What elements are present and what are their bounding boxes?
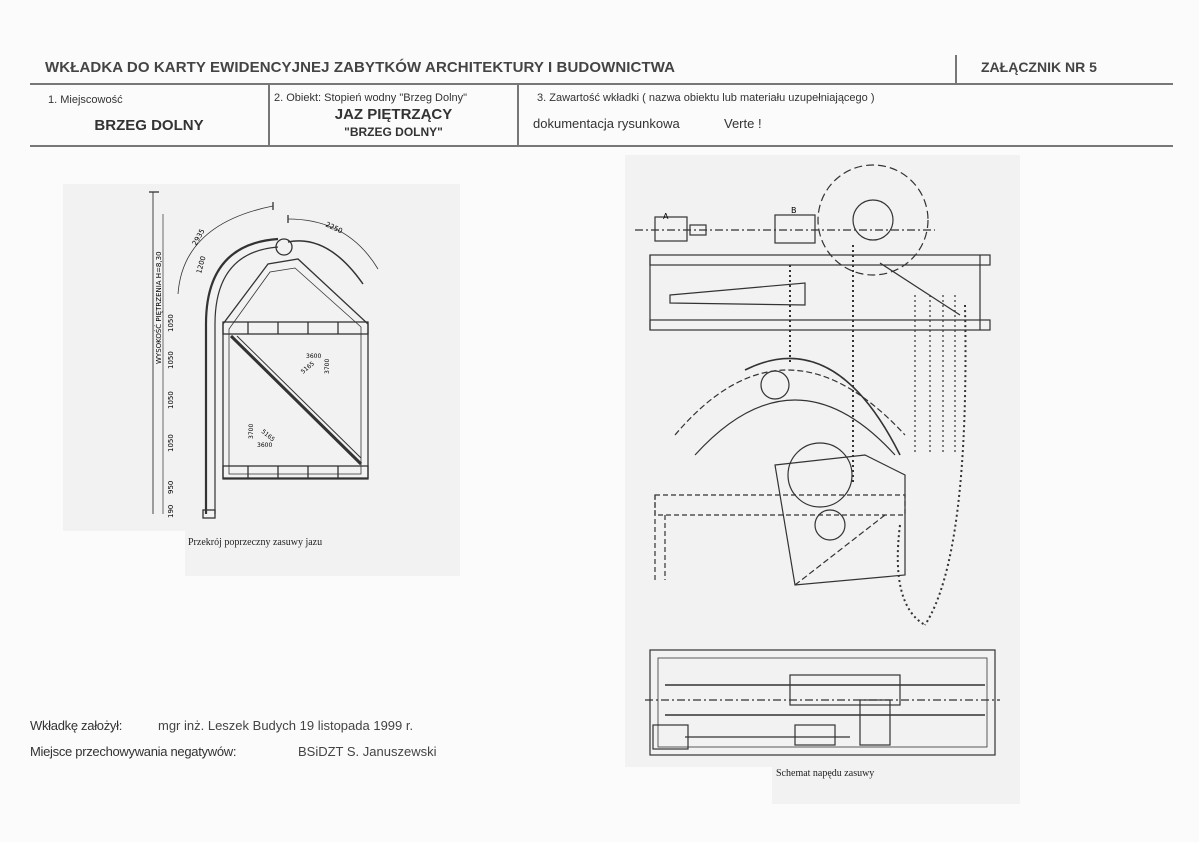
cross-section-drawing: WYSOKOŚĆ PIĘTRZENIA H=8,30 1050 1050 105… [149, 191, 379, 519]
created-by-value: mgr inż. Leszek Budych 19 listopada 1999… [158, 718, 414, 733]
drive-mark-B: B [791, 206, 797, 215]
drive-scheme-panel [625, 155, 1020, 767]
storage-label: Miejsce przechowywania negatywów: [30, 744, 237, 759]
dim-b: 5165 [300, 360, 316, 375]
dim-a: 3600 [306, 353, 321, 360]
annex-number: ZAŁĄCZNIK NR 5 [981, 59, 1097, 75]
created-by-label: Wkładkę założył: [30, 718, 123, 733]
dim-v6: 190 [167, 505, 175, 518]
dim-top: 2250 [324, 221, 344, 236]
dim-d: 3700 [248, 424, 255, 439]
cross-section-caption: Przekrój poprzeczny zasuwy jazu [188, 537, 323, 548]
drive-scheme-caption-panel [772, 760, 1020, 804]
locality-label: 1. Miejscowość [48, 94, 123, 106]
height-dimension-label: WYSOKOŚĆ PIĘTRZENIA H=8,30 [154, 251, 163, 364]
dim-v5: 950 [167, 481, 175, 494]
cross-section-caption-panel [185, 528, 460, 576]
drive-scheme-drawing: A B [635, 164, 1000, 756]
locality-value: BRZEG DOLNY [94, 117, 204, 134]
field-divider-2 [517, 84, 519, 146]
drive-mark-A: A [663, 212, 669, 221]
header-rule-bottom [30, 145, 1173, 147]
field-divider-1 [268, 84, 270, 146]
document-title: WKŁADKA DO KARTY EWIDENCYJNEJ ZABYTKÓW A… [45, 59, 676, 76]
dim-f: 3600 [257, 442, 272, 449]
object-subvalue: "BRZEG DOLNY" [344, 125, 443, 139]
content-value: dokumentacja rysunkowa [533, 116, 680, 131]
dim-v1: 1050 [167, 314, 175, 332]
dim-left: 1200 [195, 255, 207, 274]
dim-c: 3700 [324, 359, 331, 374]
dim-v2: 1050 [167, 351, 175, 369]
drive-scheme-caption: Schemat napędu zasuwy [776, 768, 875, 779]
object-label: 2. Obiekt: Stopień wodny "Brzeg Dolny" [274, 92, 468, 104]
object-value: JAZ PIĘTRZĄCY [334, 106, 453, 123]
content-note: Verte ! [724, 116, 762, 131]
dim-v4: 1050 [167, 434, 175, 452]
storage-value: BSiDZT S. Januszewski [298, 744, 437, 759]
content-label: 3. Zawartość wkładki ( nazwa obiektu lub… [537, 92, 875, 104]
header-rule-top [30, 83, 1173, 85]
dim-v3: 1050 [167, 391, 175, 409]
header-divider [955, 55, 957, 83]
